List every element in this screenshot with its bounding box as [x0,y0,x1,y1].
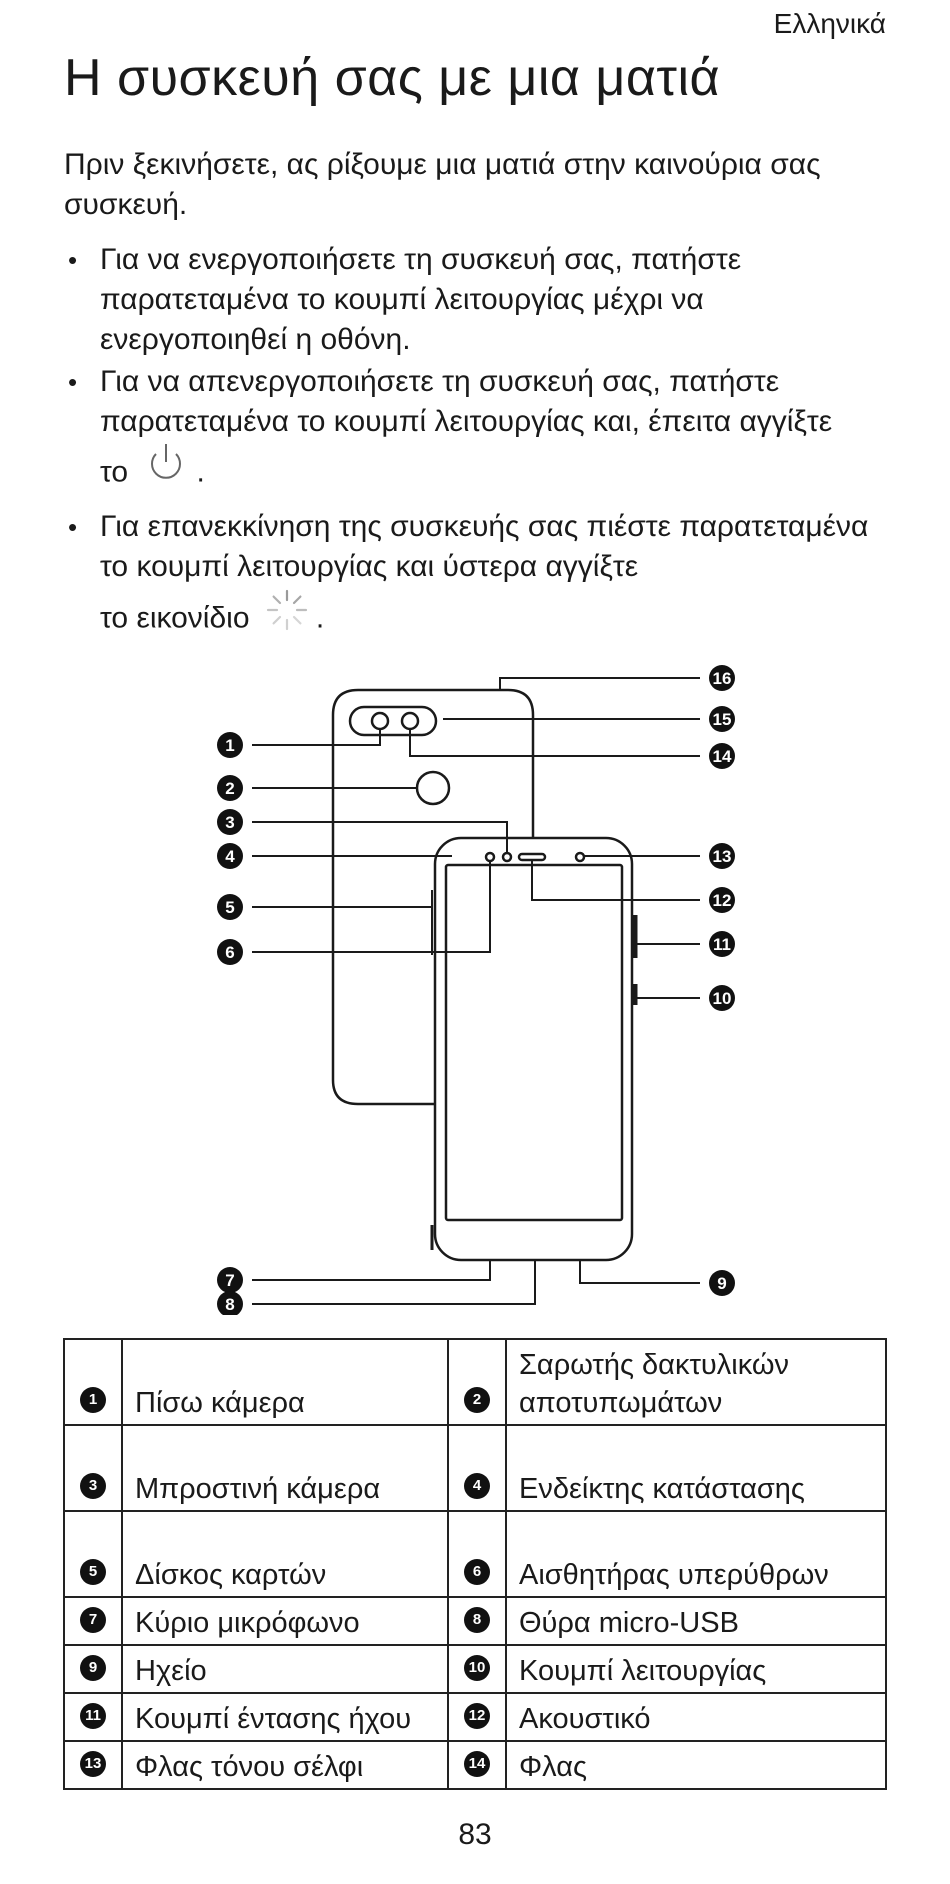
legend-number: 10 [464,1655,490,1682]
svg-text:2: 2 [225,779,234,798]
table-row: 11 Κουμπί έντασης ήχου 12 Ακουστικό [63,1692,887,1742]
legend-number: 1 [80,1387,106,1414]
legend-label: Φλας τόνου σέλφι [121,1740,449,1790]
callout-8: 8 [217,1291,243,1315]
phone-screen [444,863,624,1222]
svg-text:3: 3 [225,813,234,832]
legend-number: 14 [464,1751,490,1778]
legend-label: Αισθητήρας υπερύθρων [505,1510,887,1598]
callout-2: 2 [217,775,243,801]
instruction-list: Για να ενεργοποιήσετε τη συσκευή σας, πα… [64,240,894,654]
svg-text:9: 9 [717,1274,726,1293]
list-item: Για να ενεργοποιήσετε τη συσκευή σας, πα… [64,240,894,360]
legend-number: 11 [80,1703,106,1730]
callout-5: 5 [217,894,243,920]
svg-text:15: 15 [713,710,732,729]
legend-label: Πίσω κάμερα [121,1338,449,1426]
rear-camera-lens [370,711,390,731]
table-row: 13 Φλας τόνου σέλφι 14 Φλας [63,1740,887,1790]
legend-number: 6 [464,1559,490,1586]
callout-16: 16 [709,665,735,691]
svg-text:10: 10 [713,989,732,1008]
language-label: Ελληνικά [773,8,886,39]
svg-text:14: 14 [713,747,732,766]
svg-text:11: 11 [713,935,731,954]
parts-legend-table: 1 Πίσω κάμερα 2 Σαρωτής δακτυλικών αποτυ… [63,1338,887,1790]
rear-camera-module [348,705,438,737]
table-row: 9 Ηχείο 10 Κουμπί λειτουργίας [63,1644,887,1694]
bullet-tail: το [100,455,129,489]
phone-back-outline [331,688,535,1106]
bullet-text: Για να απενεργοποιήσετε τη συσκευή σας, … [100,365,833,438]
table-row: 3 Μπροστινή κάμερα 4 Ενδείκτης κατάσταση… [63,1424,887,1512]
phone-front-outline [433,836,634,1262]
legend-number: 8 [464,1607,490,1634]
restart-icon [264,587,310,652]
legend-label: Κύριο μικρόφωνο [121,1596,449,1646]
legend-label: Θύρα micro-USB [505,1596,887,1646]
legend-number: 12 [464,1703,490,1730]
legend-label: Μπροστινή κάμερα [121,1424,449,1512]
list-item: Για να απενεργοποιήσετε τη συσκευή σας, … [64,362,894,505]
table-row: 1 Πίσω κάμερα 2 Σαρωτής δακτυλικών αποτυ… [63,1338,887,1426]
callout-13: 13 [709,843,735,869]
legend-label: Ενδείκτης κατάστασης [505,1424,887,1512]
legend-label: Ακουστικό [505,1692,887,1742]
legend-number: 7 [80,1607,106,1634]
legend-label: Σαρωτής δακτυλικών αποτυπωμάτων [505,1338,887,1426]
legend-number: 5 [80,1559,106,1586]
fingerprint-scanner [415,770,451,806]
earpiece [517,852,547,862]
legend-number: 4 [464,1473,490,1500]
intro-paragraph: Πριν ξεκινήσετε, ας ρίξουμε μια ματιά στ… [64,148,821,221]
legend-number: 2 [464,1387,490,1414]
power-icon [142,442,190,505]
callout-11: 11 [709,931,735,957]
callout-7: 7 [217,1267,243,1293]
svg-text:5: 5 [225,898,234,917]
page-title: Η συσκευή σας με μια ματιά [64,49,721,107]
callout-10: 10 [709,985,735,1011]
callout-3: 3 [217,809,243,835]
callout-12: 12 [709,887,735,913]
bullet-text: Για επανεκκίνηση της συσκευής σας πιέστε… [100,510,869,583]
svg-text:12: 12 [713,891,732,910]
legend-label: Δίσκος καρτών [121,1510,449,1598]
legend-number: 13 [80,1751,106,1778]
svg-text:6: 6 [225,943,234,962]
legend-label: Κουμπί λειτουργίας [505,1644,887,1694]
callout-15: 15 [709,706,735,732]
svg-text:1: 1 [225,736,234,755]
legend-label: Κουμπί έντασης ήχου [121,1692,449,1742]
legend-label: Ηχείο [121,1644,449,1694]
flash-icon [400,711,420,731]
table-row: 7 Κύριο μικρόφωνο 8 Θύρα micro-USB [63,1596,887,1646]
legend-number: 3 [80,1473,106,1500]
callout-9: 9 [709,1270,735,1296]
callout-1: 1 [217,732,243,758]
list-item: Για επανεκκίνηση της συσκευής σας πιέστε… [64,507,894,652]
device-diagram: 1 2 3 4 5 6 7 8 9 10 11 12 13 14 15 16 [217,665,735,1315]
table-row: 5 Δίσκος καρτών 6 Αισθητήρας υπερύθρων [63,1510,887,1598]
svg-text:13: 13 [713,847,732,866]
bullet-tail: το εικονίδιο [100,601,250,635]
svg-text:8: 8 [225,1295,234,1314]
legend-label: Φλας [505,1740,887,1790]
svg-text:7: 7 [225,1271,234,1290]
svg-text:4: 4 [225,847,235,866]
page-number: 83 [458,1818,492,1851]
bullet-text: Για να ενεργοποιήσετε τη συσκευή σας, πα… [100,243,742,356]
callout-4: 4 [217,843,243,869]
svg-text:16: 16 [713,669,732,688]
callout-14: 14 [709,743,735,769]
callout-6: 6 [217,939,243,965]
legend-number: 9 [80,1655,106,1682]
front-camera [501,851,513,863]
